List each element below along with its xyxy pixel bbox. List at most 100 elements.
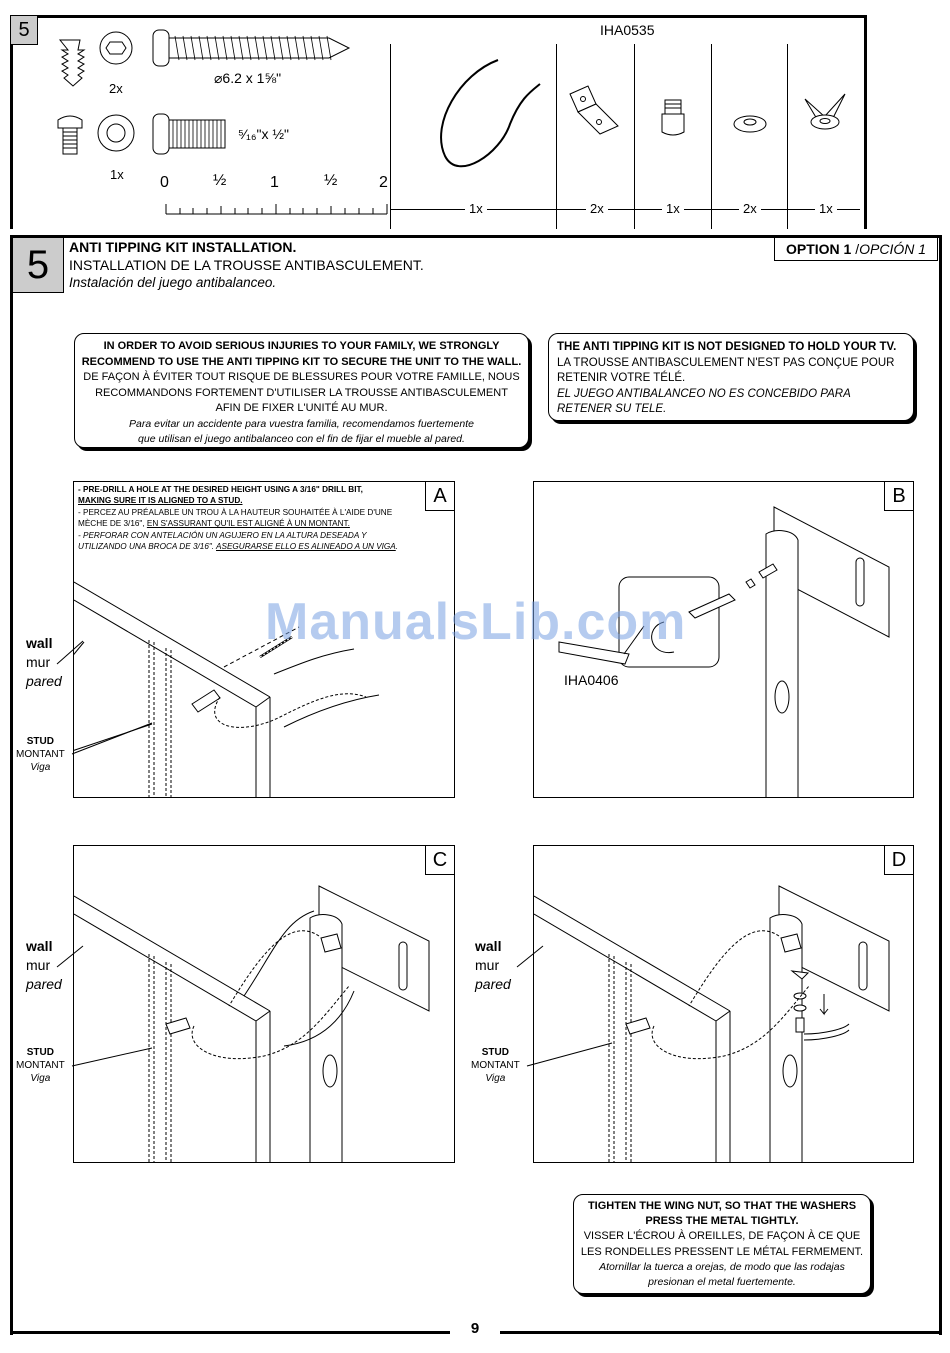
panel-d-label: D — [884, 846, 913, 875]
stud-es: Viga — [485, 1073, 506, 1084]
panel-b-drawing — [558, 506, 890, 797]
wall-label-a: wall mur pared — [26, 634, 62, 691]
page-number: 9 — [470, 1320, 480, 1337]
panel-c-label: C — [425, 846, 454, 875]
panel-a-instructions: - PRE-DRILL A HOLE AT THE DESIRED HEIGHT… — [78, 484, 398, 552]
screw-short-size: ⁵⁄₁₆"x ½" — [238, 126, 290, 142]
parts-divider — [556, 44, 557, 229]
warning-fr-3: AFIN DE FIXER L'UNITÉ AU MUR. — [215, 402, 388, 414]
parts-header-frame — [10, 15, 867, 229]
ruler-label-half: ½ — [213, 172, 227, 189]
step-title-es: Instalación del juego antibalanceo. — [69, 275, 277, 290]
ruler-label-1: 1 — [270, 174, 279, 191]
parts-icons — [440, 59, 846, 168]
tighten-es-2: presionan el metal fuertemente. — [648, 1276, 796, 1289]
parts-step-badge: 5 — [10, 15, 38, 45]
warning-en-1: IN ORDER TO AVOID SERIOUS INJURIES TO YO… — [103, 340, 500, 352]
instr-es-d: . — [395, 542, 399, 552]
panel-c-drawing — [74, 885, 430, 1162]
tv-warning-es-1: EL JUEGO ANTIBALANCEO NO ES CONCEBIDO PA… — [557, 387, 851, 400]
tighten-fr-1: VISSER L'ÉCROU À OREILLES, DE FAÇON À CE… — [583, 1230, 861, 1243]
watermark: ManualsLib.com — [265, 593, 687, 651]
step-number-badge: 5 — [12, 237, 64, 293]
tv-warning-en: THE ANTI TIPPING KIT IS NOT DESIGNED TO … — [557, 341, 897, 353]
parts-divider — [787, 44, 788, 229]
ruler-label-0: 0 — [160, 174, 169, 191]
instr-es-c: ASEGURARSE ELLO ES ALINEADO A UN VIGA — [216, 542, 396, 552]
screw-short-count: 1x — [110, 167, 124, 182]
wing-nut-count: 1x — [815, 201, 837, 216]
option-separator: / — [851, 241, 860, 257]
instr-fr-b: MÈCHE DE 3/16", — [78, 519, 147, 529]
tighten-fr-2: LES RONDELLES PRESSENT LE MÉTAL FERMEMEN… — [580, 1245, 864, 1258]
option-label-en: OPTION 1 — [785, 241, 852, 257]
bottom-rule-right — [500, 1331, 942, 1334]
wall-es: pared — [26, 673, 62, 689]
wood-screw-side-icon — [58, 39, 86, 87]
panel-b-label: B — [884, 482, 913, 511]
warning-en-2: RECOMMEND TO USE THE ANTI TIPPING KIT TO… — [81, 355, 522, 368]
stud-es: Viga — [30, 762, 51, 773]
parts-code: IHA0535 — [600, 22, 655, 38]
parts-divider — [390, 44, 391, 229]
panel-c: C — [73, 845, 455, 1163]
option-label-es: OPCIÓN 1 — [859, 241, 927, 257]
parts-divider — [634, 44, 635, 229]
l-bracket-icon — [569, 85, 619, 135]
stud-en: STUD — [481, 1047, 509, 1058]
wall-en: wall — [26, 938, 53, 954]
instr-en-a: - PRE-DRILL A HOLE AT THE DESIRED HEIGHT… — [78, 485, 363, 494]
cable-icon — [440, 59, 541, 168]
instr-es-a: - PERFORAR CON ANTELACIÓN UN AGUJERO EN … — [78, 530, 367, 540]
safety-warning: IN ORDER TO AVOID SERIOUS INJURIES TO YO… — [74, 333, 529, 448]
stud-fr: MONTANT — [471, 1060, 520, 1071]
instr-en-b: MAKING SURE IT IS ALIGNED TO A STUD. — [78, 496, 243, 506]
wall-fr: mur — [26, 654, 51, 670]
tv-warning-es-2: RETENER SU TELE. — [557, 403, 667, 415]
wall-es: pared — [475, 976, 511, 992]
wall-fr: mur — [475, 957, 500, 973]
panel-a-label: A — [425, 482, 454, 511]
warning-fr-1: DE FAÇON À ÉVITER TOUT RISQUE DE BLESSUR… — [83, 371, 520, 383]
option-label: OPTION 1 / OPCIÓN 1 — [774, 237, 938, 261]
tighten-note: TIGHTEN THE WING NUT, SO THAT THE WASHER… — [573, 1194, 871, 1294]
tv-warning: THE ANTI TIPPING KIT IS NOT DESIGNED TO … — [548, 333, 914, 421]
panel-d: D — [533, 845, 914, 1163]
bottom-rule-left — [10, 1331, 450, 1334]
warning-es-1: Para evitar un accidente para vuestra fa… — [129, 417, 474, 430]
screw-long-size: ⌀6.2 x 1⅝" — [214, 70, 282, 86]
stud-es: Viga — [30, 1073, 51, 1084]
instr-fr-a: - PERCEZ AU PRÉALABLE UN TROU À LA HAUTE… — [78, 507, 393, 517]
panel-b-code: IHA0406 — [564, 672, 619, 688]
stud-fr: MONTANT — [16, 749, 65, 760]
step-title-fr: INSTALLATION DE LA TROUSSE ANTIBASCULEME… — [69, 257, 424, 273]
stud-label-a: STUD MONTANT Viga — [16, 735, 65, 774]
tv-warning-fr-1: LA TROUSSE ANTIBASCULEMENT N'EST PAS CON… — [557, 356, 895, 369]
step-frame — [10, 235, 942, 1335]
panel-a: A - PRE-DRILL A HOLE AT THE DESIRED HEIG… — [73, 481, 455, 798]
wall-en: wall — [26, 635, 53, 651]
parts-divider — [711, 44, 712, 229]
parts-count-line — [390, 209, 860, 210]
instr-fr-line2: MÈCHE DE 3/16", EN S'ASSURANT QU'IL EST … — [78, 518, 398, 529]
bolt-count: 1x — [662, 201, 684, 216]
step-title-en: ANTI TIPPING KIT INSTALLATION. — [69, 239, 297, 255]
instr-fr-c: EN S'ASSURANT QU'IL EST ALIGNÉ À UN MONT… — [146, 519, 350, 529]
panel-b: B IHA0406 — [533, 481, 914, 798]
stud-label-d: STUD MONTANT Viga — [471, 1046, 520, 1085]
warning-es-2: que utilisan el juego antibalanceo con e… — [138, 433, 465, 445]
stud-label-c: STUD MONTANT Viga — [16, 1046, 65, 1085]
stud-fr: MONTANT — [16, 1060, 65, 1071]
panel-a-drawing — [74, 581, 380, 797]
washer-count: 2x — [739, 201, 761, 216]
bracket-count: 2x — [586, 201, 608, 216]
instr-es-line2: UTILIZANDO UNA BROCA DE 3/16". ASEGURARS… — [78, 541, 398, 552]
wall-es: pared — [26, 976, 62, 992]
tighten-en-1: TIGHTEN THE WING NUT, SO THAT THE WASHER… — [587, 1200, 857, 1212]
wall-label-c: wall mur pared — [26, 937, 62, 994]
stud-en: STUD — [26, 1047, 54, 1058]
ruler-label-2: 2 — [379, 174, 388, 191]
wall-en: wall — [475, 938, 502, 954]
tighten-es-1: Atornillar la tuerca a orejas, de modo q… — [599, 1260, 845, 1273]
